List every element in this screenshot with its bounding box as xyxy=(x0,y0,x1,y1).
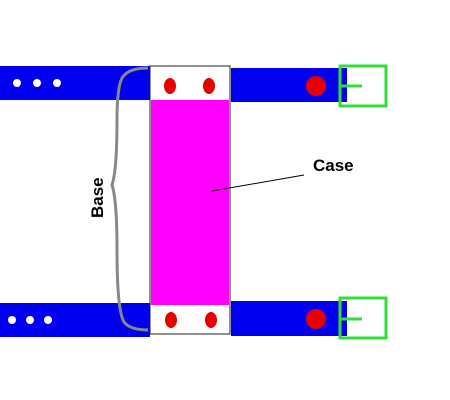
bottom-left-hole-3 xyxy=(44,316,52,324)
bottom-right-red-dot xyxy=(306,309,326,329)
top-buckle-frame xyxy=(338,64,388,108)
case-top-pin-right xyxy=(203,78,215,94)
top-right-strap xyxy=(231,68,347,102)
case-label: Case xyxy=(313,156,354,175)
top-buckle xyxy=(338,64,388,108)
case-bottom-pin-right xyxy=(205,312,217,328)
bottom-left-strap xyxy=(0,303,150,337)
case-leader-line xyxy=(211,174,305,192)
bottom-right-strap xyxy=(231,301,347,336)
top-left-strap xyxy=(0,66,150,100)
base-label: Base xyxy=(88,177,107,218)
top-right-bar xyxy=(231,68,347,102)
bottom-right-bar xyxy=(231,301,347,336)
top-left-bar xyxy=(0,66,150,100)
top-left-hole-3 xyxy=(53,79,61,87)
case-fill xyxy=(151,100,229,305)
case-top-pin-left xyxy=(164,78,176,94)
bottom-left-hole-2 xyxy=(26,316,34,324)
base-brace xyxy=(110,66,149,332)
bottom-left-bar xyxy=(0,303,150,337)
top-left-hole-2 xyxy=(33,79,41,87)
top-right-red-dot xyxy=(306,76,326,96)
bottom-buckle xyxy=(338,296,388,340)
top-left-hole-1 xyxy=(13,79,21,87)
bottom-buckle-frame xyxy=(338,296,388,340)
case-bottom-pin-left xyxy=(165,312,177,328)
bottom-left-hole-1 xyxy=(8,316,16,324)
case-body xyxy=(149,65,231,335)
